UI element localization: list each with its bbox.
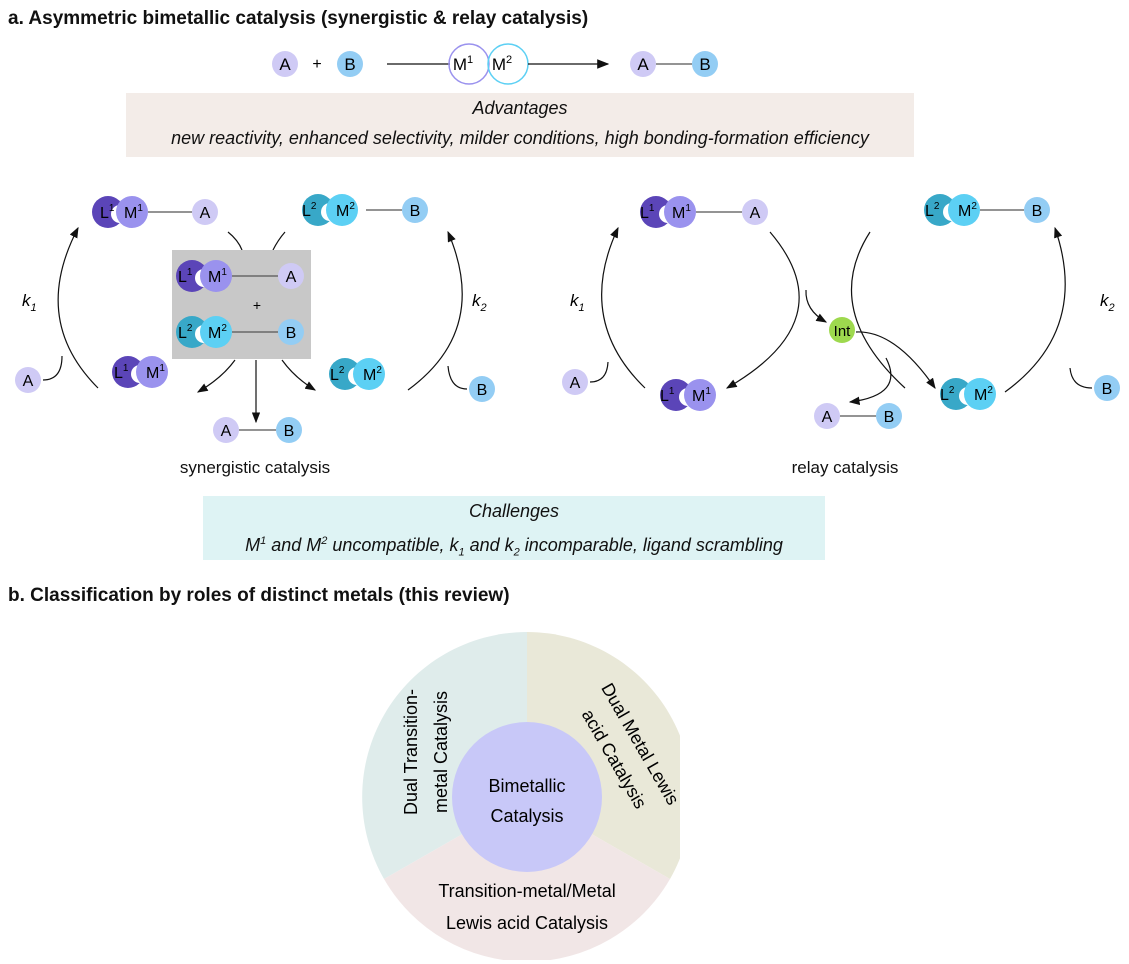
relay-caption: relay catalysis bbox=[791, 458, 899, 477]
svg-text:+: + bbox=[253, 297, 261, 313]
svg-text:L1: L1 bbox=[178, 267, 193, 286]
general-reaction: A + B M1 M2 A B bbox=[272, 43, 718, 85]
svg-text:L1: L1 bbox=[660, 386, 675, 405]
svg-text:M2: M2 bbox=[363, 365, 382, 384]
catalyst-m1-cycle-icon bbox=[448, 43, 490, 85]
svg-text:A: A bbox=[750, 205, 761, 222]
svg-text:M2: M2 bbox=[974, 385, 993, 404]
svg-text:M2: M2 bbox=[336, 201, 355, 220]
svg-text:L1: L1 bbox=[640, 203, 655, 222]
advantages-box: Advantages new reactivity, enhanced sele… bbox=[126, 93, 914, 157]
svg-text:M2: M2 bbox=[958, 201, 977, 220]
segment-0-line1: Dual Transition- bbox=[401, 689, 421, 815]
svg-text:L2: L2 bbox=[940, 385, 955, 404]
svg-text:L2: L2 bbox=[925, 201, 940, 220]
catalyst-m2-label: M2 bbox=[492, 54, 512, 74]
segment-0-line2: metal Catalysis bbox=[431, 691, 451, 813]
svg-text:B: B bbox=[286, 325, 297, 342]
k1-label: k1 bbox=[22, 291, 37, 314]
svg-text:M2: M2 bbox=[208, 323, 227, 342]
svg-text:L1: L1 bbox=[114, 363, 129, 382]
svg-text:M1: M1 bbox=[124, 203, 143, 222]
synergistic-cycle: L1 M1 A L2 M2 B L1 M1 A + L2 M2 bbox=[15, 194, 495, 443]
svg-text:L2: L2 bbox=[302, 201, 317, 220]
segment-2-line1: Transition-metal/Metal bbox=[438, 881, 615, 901]
svg-text:L2: L2 bbox=[178, 323, 193, 342]
intermediate-label: Int bbox=[834, 323, 852, 340]
challenges-text: M1 and M2 uncompatible, k1 and k2 incomp… bbox=[245, 535, 783, 559]
svg-text:B: B bbox=[410, 203, 421, 220]
challenges-box: Challenges M1 and M2 uncompatible, k1 an… bbox=[203, 496, 825, 560]
relay-k1-label: k1 bbox=[570, 291, 585, 314]
k2-cycle-arrow bbox=[407, 230, 463, 391]
svg-text:B: B bbox=[477, 382, 488, 399]
mechanism-diagrams: L1 M1 A L2 M2 B L1 M1 A + L2 M2 bbox=[15, 194, 1120, 443]
catalyst-m1-label: M1 bbox=[453, 54, 473, 74]
synergistic-caption: synergistic catalysis bbox=[179, 458, 331, 477]
svg-text:M1: M1 bbox=[672, 203, 691, 222]
classification-donut: Bimetallic Catalysis Dual Transition- me… bbox=[362, 632, 680, 960]
svg-text:M1: M1 bbox=[208, 267, 227, 286]
k2-label: k2 bbox=[472, 291, 487, 314]
svg-text:A: A bbox=[822, 409, 833, 426]
center-line2: Catalysis bbox=[490, 806, 563, 826]
svg-text:B: B bbox=[1102, 381, 1113, 398]
segment-2-line2: Lewis acid Catalysis bbox=[446, 913, 608, 933]
svg-text:A: A bbox=[23, 373, 34, 390]
reactant-b-circle bbox=[337, 51, 363, 77]
k1-cycle-arrow bbox=[57, 226, 99, 389]
svg-text:A: A bbox=[221, 423, 232, 440]
svg-text:B: B bbox=[884, 409, 895, 426]
product-a-label: A bbox=[637, 55, 649, 74]
center-line1: Bimetallic bbox=[488, 776, 565, 796]
svg-text:L2: L2 bbox=[330, 365, 345, 384]
product-b-label: B bbox=[699, 55, 710, 74]
section-b-title: b. Classification by roles of distinct m… bbox=[8, 585, 510, 606]
reactant-a-label: A bbox=[279, 55, 291, 74]
center-circle bbox=[452, 722, 602, 872]
intermediate-circle bbox=[829, 317, 855, 343]
svg-text:M1: M1 bbox=[692, 386, 711, 405]
svg-text:B: B bbox=[284, 423, 295, 440]
svg-text:A: A bbox=[200, 205, 211, 222]
advantages-text: new reactivity, enhanced selectivity, mi… bbox=[171, 128, 869, 148]
l2m2-b-complex: L2 M2 B bbox=[302, 194, 428, 226]
section-a-title: a. Asymmetric bimetallic catalysis (syne… bbox=[8, 8, 589, 29]
plus-sign: + bbox=[312, 56, 321, 73]
relay-cycle: L1 M1 A L2 M2 B L1 M1 L2 M2 Int A k1 bbox=[562, 194, 1120, 429]
challenges-heading: Challenges bbox=[468, 501, 560, 521]
svg-text:M1: M1 bbox=[146, 363, 165, 382]
advantages-heading: Advantages bbox=[472, 98, 568, 118]
segment-tm-lewis-acid bbox=[384, 797, 670, 960]
svg-text:L1: L1 bbox=[100, 203, 115, 222]
reactant-a-circle bbox=[272, 51, 298, 77]
svg-text:A: A bbox=[570, 375, 581, 392]
svg-text:B: B bbox=[1032, 203, 1043, 220]
relay-k2-label: k2 bbox=[1100, 291, 1115, 314]
l1m1-a-complex: L1 M1 A bbox=[92, 196, 218, 228]
reactant-b-label: B bbox=[344, 55, 355, 74]
svg-text:A: A bbox=[286, 269, 297, 286]
